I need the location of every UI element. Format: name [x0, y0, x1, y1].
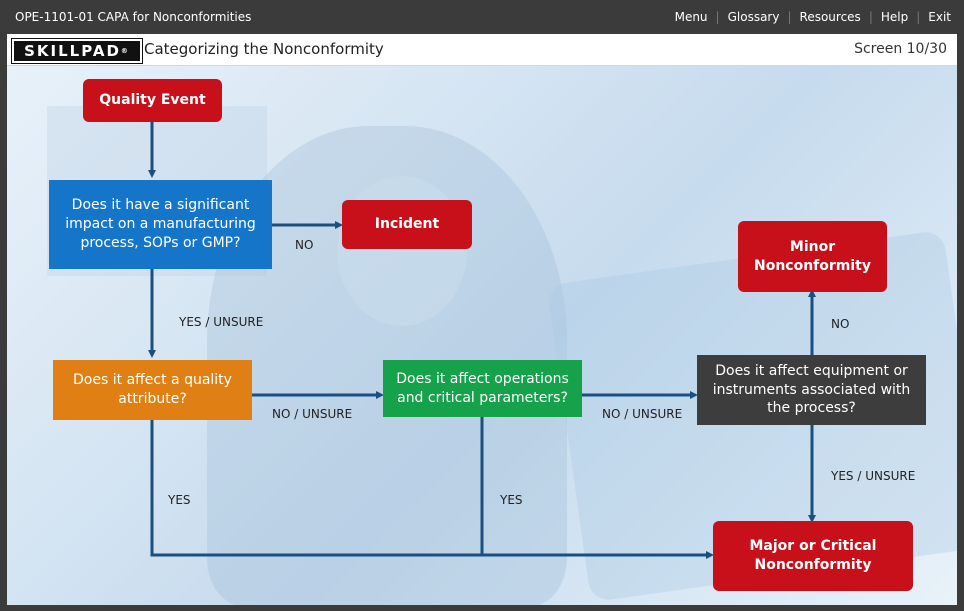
skillpad-logo: SKILLPAD® [11, 38, 143, 64]
top-nav: Menu | Glossary | Resources | Help | Exi… [675, 10, 951, 24]
nav-separator: | [916, 10, 921, 24]
edge-label-attribute-yes: YES [168, 493, 191, 507]
edge-label-impact-no: NO [295, 238, 314, 252]
node-quality-attribute-question: Does it affect a quality attribute? [53, 360, 252, 420]
edge-label-operations-no: NO / UNSURE [602, 407, 683, 421]
node-equipment-question: Does it affect equipment or instruments … [697, 355, 926, 425]
edge-label-equipment-yes: YES / UNSURE [831, 469, 916, 483]
edge-label-operations-yes: YES [500, 493, 523, 507]
course-title: OPE-1101-01 CAPA for Nonconformities [15, 10, 252, 24]
edge-label-attribute-no: NO / UNSURE [272, 407, 353, 421]
resources-link[interactable]: Resources [799, 10, 861, 24]
glossary-link[interactable]: Glossary [727, 10, 780, 24]
logo-text: SKILLPAD [24, 42, 121, 60]
edge-label-impact-yes: YES / UNSURE [179, 315, 264, 329]
exit-link[interactable]: Exit [928, 10, 951, 24]
node-impact-question: Does it have a significant impact on a m… [49, 180, 272, 269]
arrow-attribute-to-major [150, 420, 714, 559]
flowchart-stage: Quality Event Does it have a significant… [7, 66, 957, 605]
node-incident: Incident [342, 200, 472, 249]
help-link[interactable]: Help [880, 10, 909, 24]
nav-separator: | [787, 10, 792, 24]
node-operations-question: Does it affect operations and critical p… [383, 360, 582, 417]
screen-title: Categorizing the Nonconformity [144, 40, 384, 58]
node-minor-nonconformity: Minor Nonconformity [738, 221, 887, 292]
screen-counter: Screen 10/30 [854, 41, 947, 57]
menu-link[interactable]: Menu [674, 10, 708, 24]
registered-mark: ® [120, 47, 130, 55]
node-major-nonconformity: Major or Critical Nonconformity [713, 521, 913, 591]
edge-label-equipment-no: NO [831, 317, 850, 331]
node-quality-event: Quality Event [83, 79, 222, 122]
nav-separator: | [868, 10, 873, 24]
screen-header: SKILLPAD® Categorizing the Nonconformity… [7, 34, 957, 66]
top-bar: OPE-1101-01 CAPA for Nonconformities Men… [0, 0, 964, 34]
nav-separator: | [715, 10, 720, 24]
flowchart-connectors [148, 122, 816, 559]
